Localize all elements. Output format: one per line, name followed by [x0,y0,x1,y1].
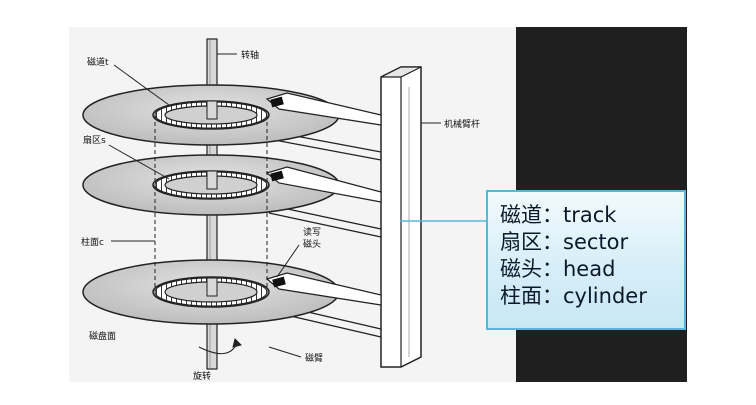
label-cylinder: 柱面c [81,236,104,248]
label-sector: 扇区s [83,134,106,146]
label-rw-head-1: 读写 [303,226,321,238]
glossary-callout: 磁道：track 扇区：sector 磁头：head 柱面：cylinder [486,190,686,330]
label-spindle: 转轴 [241,49,259,61]
arm-rod [380,66,422,368]
glossary-item-head: 磁头：head [500,257,616,281]
read-write-heads [265,92,382,306]
glossary-item-sector: 扇区：sector [500,230,629,254]
label-arm-rod: 机械臂杆 [444,118,480,130]
label-track: 磁道t [87,56,109,68]
platter-1 [82,84,340,146]
leader-lines [108,53,441,358]
glossary-item-cylinder: 柱面：cylinder [500,284,647,308]
label-rotation: 旋转 [193,370,211,382]
hard-disk-diagram: 磁道t 转轴 扇区s 机械臂杆 柱面c 读写 磁头 磁盘面 磁臂 旋转 [69,27,516,382]
label-platter: 磁盘面 [89,330,116,342]
cylinder-dashed-lines [154,115,268,292]
label-rw-head-2: 磁头 [303,238,321,250]
label-arm: 磁臂 [305,352,323,364]
platter-2 [82,154,340,216]
glossary-item-track: 磁道：track [500,203,617,227]
